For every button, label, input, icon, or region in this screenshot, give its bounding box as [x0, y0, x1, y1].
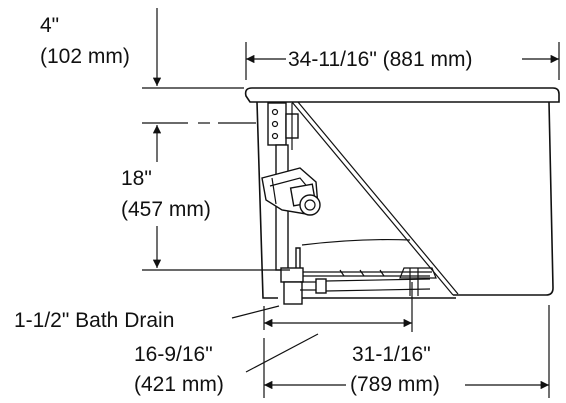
- drain-assembly: [261, 102, 437, 305]
- base-length-imperial: 31-1/16": [352, 343, 431, 366]
- drain-offset-metric: (421 mm): [134, 373, 224, 396]
- overall-length-label: 34-11/16" (881 mm): [288, 48, 472, 71]
- drain-offset-dimension: [245, 282, 413, 373]
- rim-height-imperial: 4": [40, 14, 59, 37]
- drain-leader-line: [231, 305, 280, 319]
- rim-height-metric: (102 mm): [40, 45, 130, 68]
- overall-length-dimension: [245, 42, 560, 80]
- rim-height-dimension: [142, 8, 244, 89]
- base-length-metric: (789 mm): [350, 373, 440, 396]
- bathtub-outline: [244, 87, 560, 299]
- base-length-dimension: [263, 305, 550, 398]
- drain-height-dimension: [142, 122, 290, 271]
- drain-offset-imperial: 16-9/16": [134, 343, 213, 366]
- drain-height-metric: (457 mm): [121, 198, 211, 221]
- drain-height-imperial: 18": [121, 167, 152, 190]
- drain-label: 1-1/2" Bath Drain: [14, 309, 174, 332]
